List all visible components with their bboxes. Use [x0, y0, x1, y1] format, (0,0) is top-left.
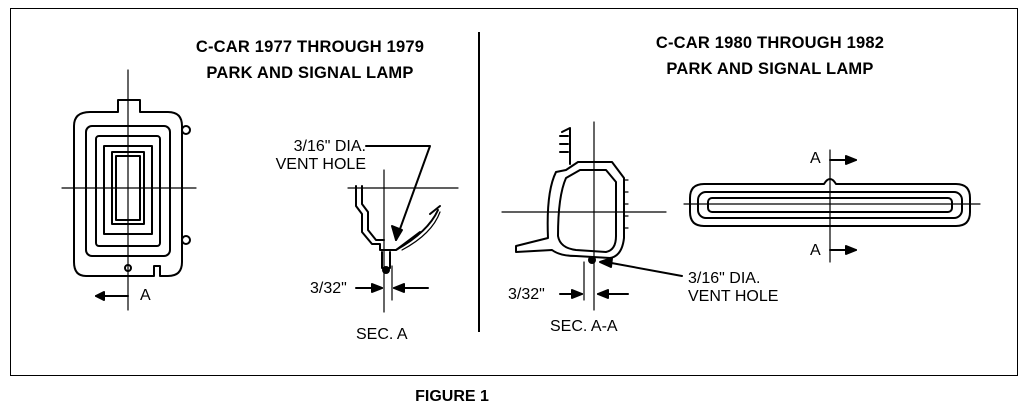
left-vent-label-line2: VENT HOLE [275, 156, 366, 173]
left-vent-label-line1: 3/16" DIA. [293, 138, 366, 155]
figure-caption: FIGURE 1 [415, 388, 489, 405]
left-title-line2: PARK AND SIGNAL LAMP [206, 64, 414, 82]
right-title-line2: PARK AND SIGNAL LAMP [666, 60, 874, 78]
right-vent-label-line2: VENT HOLE [688, 288, 779, 305]
right-vent-label: 3/16" DIA. VENT HOLE [688, 270, 778, 306]
right-section-label: SEC. A-A [550, 318, 618, 335]
panel-divider [478, 32, 480, 332]
left-vent-label: 3/16" DIA. VENT HOLE [258, 138, 366, 174]
right-section-arrow-top-label: A [810, 150, 821, 167]
left-title-line1: C-CAR 1977 THROUGH 1979 [195, 38, 425, 56]
left-panel-title: C-CAR 1977 THROUGH 1979 PARK AND SIGNAL … [130, 34, 490, 86]
left-section-label: SEC. A [356, 326, 408, 343]
left-section-arrow-label: A [140, 287, 151, 304]
left-dimension-label: 3/32" [310, 280, 347, 297]
right-vent-label-line1: 3/16" DIA. [688, 270, 761, 287]
right-lamp-top-view [683, 149, 981, 263]
right-section-arrow-bottom-label: A [810, 242, 821, 259]
right-section-aa-view [501, 121, 683, 311]
right-dimension-label: 3/32" [508, 286, 545, 303]
left-lamp-front-view [61, 69, 197, 311]
left-section-a-view [347, 145, 459, 313]
figure-frame [10, 8, 1018, 376]
right-title-line1: C-CAR 1980 THROUGH 1982 [655, 34, 885, 52]
right-panel-title: C-CAR 1980 THROUGH 1982 PARK AND SIGNAL … [590, 30, 950, 82]
